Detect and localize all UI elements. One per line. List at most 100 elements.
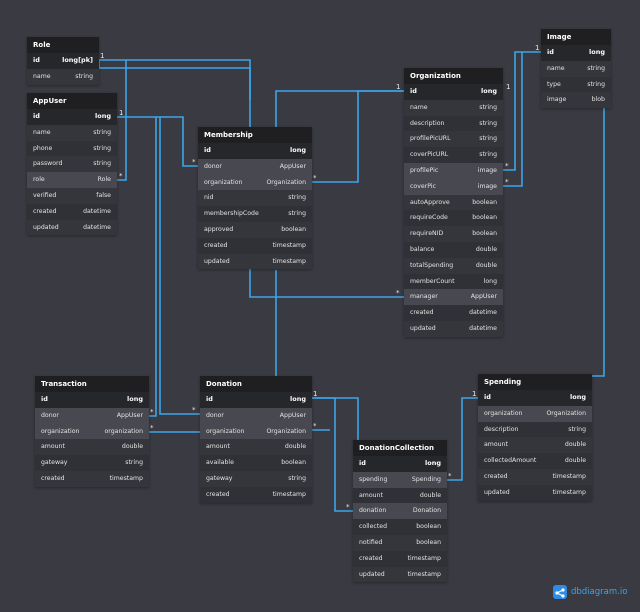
table-header[interactable]: Transaction <box>35 376 149 392</box>
table-header[interactable]: Role <box>27 37 99 53</box>
dbdiagram-logo[interactable]: dbdiagram.io <box>553 584 627 600</box>
rel-membership-donor[interactable] <box>117 116 198 167</box>
rel-dc-donation[interactable] <box>312 397 353 512</box>
rel-donation-donor[interactable] <box>159 117 200 415</box>
table-header[interactable]: Spending <box>478 374 592 390</box>
table-header[interactable]: DonationCollection <box>353 440 447 456</box>
table-header[interactable]: Organization <box>404 68 503 84</box>
field-name: created <box>41 474 65 482</box>
rel-org-membership-top[interactable] <box>275 90 404 127</box>
field-name: updated <box>33 223 59 231</box>
table-header[interactable]: AppUser <box>27 93 117 109</box>
rel-role-trunk[interactable] <box>126 59 251 100</box>
rel-transaction-donor[interactable] <box>149 117 157 417</box>
rel-organization-profilepic[interactable] <box>503 51 541 171</box>
table-header[interactable]: Membership <box>198 127 312 143</box>
rel-dc-spending[interactable] <box>447 397 478 481</box>
rel-image-spending[interactable] <box>592 108 605 377</box>
table-header[interactable]: Image <box>541 29 611 45</box>
table-header[interactable]: Donation <box>200 376 312 392</box>
rel-donation-dc-top[interactable] <box>312 397 359 440</box>
rel-organization-coverpic[interactable] <box>503 52 523 187</box>
rel-membership-organization[interactable] <box>312 90 404 183</box>
